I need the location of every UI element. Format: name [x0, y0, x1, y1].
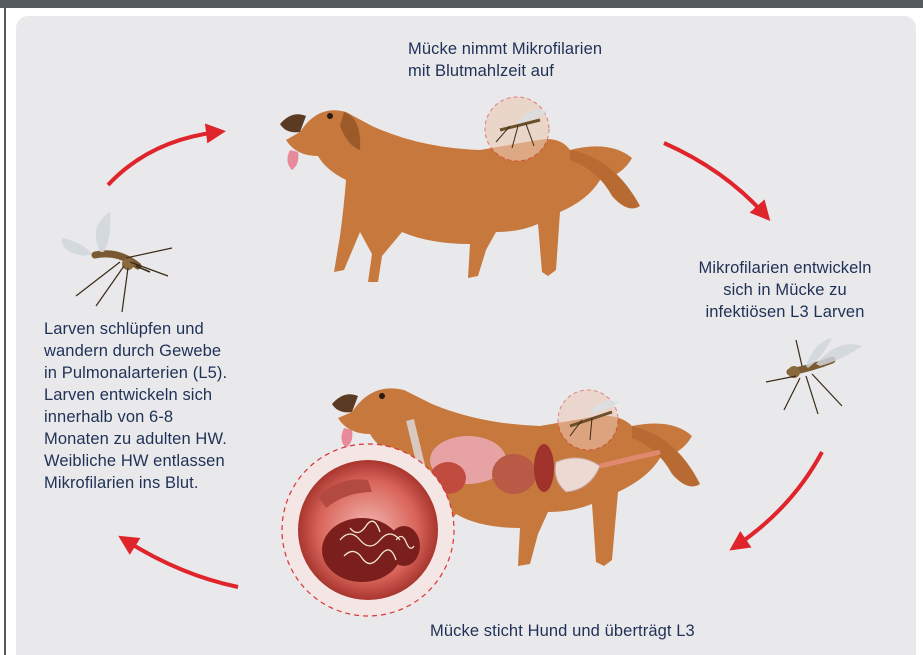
step-label-blood-meal: Mücke nimmt Mikrofilarien mit Blutmahlze…	[408, 38, 668, 82]
label-line: sich in Mücke zu	[670, 279, 900, 301]
label-line: mit Blutmahlzeit auf	[408, 60, 668, 82]
label-line: innerhalb von 6-8	[44, 406, 314, 428]
arrow-icon	[664, 143, 765, 215]
label-line: Mikrofilarien ins Blut.	[44, 472, 314, 494]
label-line: Weibliche HW entlassen	[44, 450, 314, 472]
label-line: Monaten zu adulten HW.	[44, 428, 314, 450]
arrow-icon	[125, 540, 238, 587]
mosquito-icon	[62, 212, 172, 312]
step-label-migration: Larven schlüpfen und wandern durch Geweb…	[44, 318, 314, 494]
label-line: Larven entwickeln sich	[44, 384, 314, 406]
mosquito-icon	[766, 338, 862, 414]
step-label-development: Mikrofilarien entwickeln sich in Mücke z…	[670, 257, 900, 323]
arrow-icon	[736, 452, 822, 546]
label-line: Larven schlüpfen und	[44, 318, 314, 340]
step-label-transmission: Mücke sticht Hund und überträgt L3	[430, 620, 790, 642]
label-line: Mücke nimmt Mikrofilarien	[408, 38, 668, 60]
arrow-icon	[108, 132, 218, 185]
dog-icon	[280, 110, 640, 282]
mosquito-icon	[485, 97, 549, 161]
label-line: wandern durch Gewebe	[44, 340, 314, 362]
label-line: infektiösen L3 Larven	[670, 301, 900, 323]
label-line: Mikrofilarien entwickeln	[670, 257, 900, 279]
label-line: in Pulmonalarterien (L5).	[44, 362, 314, 384]
